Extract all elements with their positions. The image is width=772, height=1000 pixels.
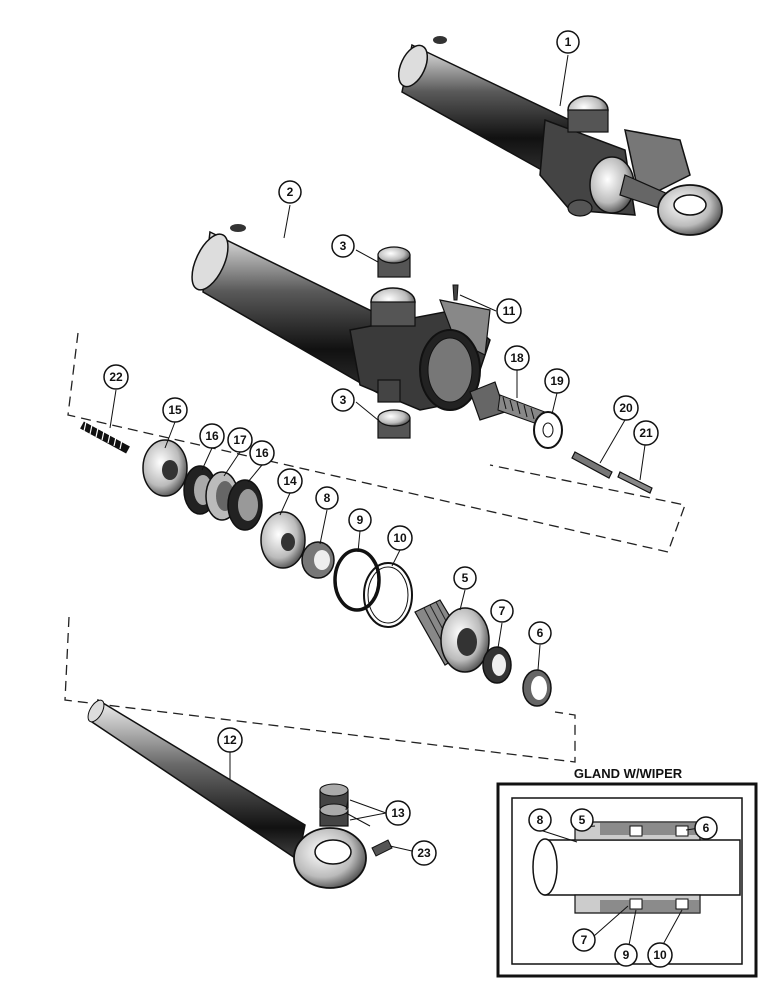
inset-callout-6: 6: [694, 816, 718, 840]
bushings: [319, 783, 349, 827]
gland: [414, 599, 490, 673]
callouts: 1 2 3 3 11 18 19 20 21 22 15 16 17 16 14…: [103, 30, 659, 866]
set-screw: [452, 284, 459, 301]
callout-9: 9: [348, 508, 372, 532]
callout-21: 21: [633, 420, 659, 446]
svg-text:23: 23: [417, 846, 431, 860]
svg-text:11: 11: [503, 304, 516, 318]
wiper-6: [522, 669, 552, 707]
washer: [533, 411, 563, 449]
wear-ring: [301, 541, 335, 579]
svg-text:10: 10: [653, 948, 667, 962]
callout-8: 8: [315, 486, 339, 510]
svg-text:15: 15: [168, 403, 182, 417]
svg-text:16: 16: [255, 446, 269, 460]
svg-text:3: 3: [340, 393, 347, 407]
port-cap-top: [377, 246, 411, 278]
inset-callout-7: 7: [572, 928, 596, 952]
piston-rod: [87, 698, 367, 889]
svg-text:14: 14: [283, 474, 297, 488]
assembled-cylinder: [397, 36, 723, 236]
exploded-boundary-lower: [64, 616, 576, 763]
svg-text:5: 5: [579, 813, 586, 827]
svg-text:7: 7: [499, 604, 506, 618]
callout-12: 12: [217, 727, 243, 753]
rod-seal-7: [482, 646, 512, 684]
inset-callout-8: 8: [528, 808, 552, 832]
callout-17: 17: [227, 427, 253, 453]
cylinder-barrel: [191, 224, 491, 411]
inset-gland-wiper: GLAND W/WIPER 5 8 6 7 9 10: [496, 766, 758, 978]
svg-text:17: 17: [233, 433, 247, 447]
svg-text:18: 18: [510, 351, 524, 365]
leader-lines: [109, 54, 646, 852]
svg-text:13: 13: [391, 806, 405, 820]
callout-10: 10: [387, 525, 413, 551]
inset-callout-5: 5: [570, 808, 594, 832]
callout-22: 22: [103, 364, 129, 390]
svg-text:8: 8: [324, 491, 331, 505]
callout-18: 18: [504, 345, 530, 371]
callout-14: 14: [277, 468, 303, 494]
pin-21: [617, 471, 653, 494]
callout-16-a: 16: [199, 423, 225, 449]
o-ring-9: [333, 548, 381, 612]
callout-7: 7: [490, 599, 514, 623]
bolt: [469, 381, 546, 426]
svg-text:5: 5: [462, 571, 469, 585]
callout-23: 23: [411, 840, 437, 866]
pin-20: [571, 451, 613, 479]
inset-title: GLAND W/WIPER: [574, 766, 683, 781]
svg-text:3: 3: [340, 239, 347, 253]
callout-13: 13: [385, 800, 411, 826]
svg-text:9: 9: [357, 513, 364, 527]
callout-15: 15: [162, 397, 188, 423]
callout-2: 2: [278, 180, 302, 204]
svg-text:16: 16: [205, 429, 219, 443]
callout-3-top: 3: [331, 234, 355, 258]
callout-16-b: 16: [249, 440, 275, 466]
svg-text:21: 21: [639, 426, 653, 440]
svg-text:9: 9: [623, 948, 630, 962]
backup-ring-10: [363, 562, 413, 628]
callout-3-bottom: 3: [331, 388, 355, 412]
callout-5: 5: [453, 566, 477, 590]
svg-text:12: 12: [223, 733, 237, 747]
svg-text:8: 8: [537, 813, 544, 827]
svg-text:1: 1: [565, 35, 572, 49]
callout-6: 6: [528, 621, 552, 645]
spring: [80, 421, 130, 454]
svg-text:7: 7: [581, 933, 588, 947]
inset-callout-10: 10: [647, 942, 673, 968]
port-cap-bottom: [377, 409, 411, 439]
svg-text:10: 10: [393, 531, 407, 545]
callout-1: 1: [556, 30, 580, 54]
grease-fitting: [371, 839, 393, 857]
piston-seal-16b: [227, 479, 263, 531]
piston-cup: [260, 511, 306, 569]
svg-text:19: 19: [550, 374, 564, 388]
svg-text:2: 2: [287, 185, 294, 199]
inset-callout-9: 9: [614, 943, 638, 967]
svg-text:22: 22: [109, 370, 123, 384]
svg-text:6: 6: [703, 821, 710, 835]
callout-11: 11: [496, 298, 522, 324]
svg-text:20: 20: [619, 401, 633, 415]
exploded-boundary-upper: [67, 332, 686, 553]
callout-20: 20: [613, 395, 639, 421]
piston: [142, 439, 188, 497]
svg-text:6: 6: [537, 626, 544, 640]
callout-19: 19: [544, 368, 570, 394]
